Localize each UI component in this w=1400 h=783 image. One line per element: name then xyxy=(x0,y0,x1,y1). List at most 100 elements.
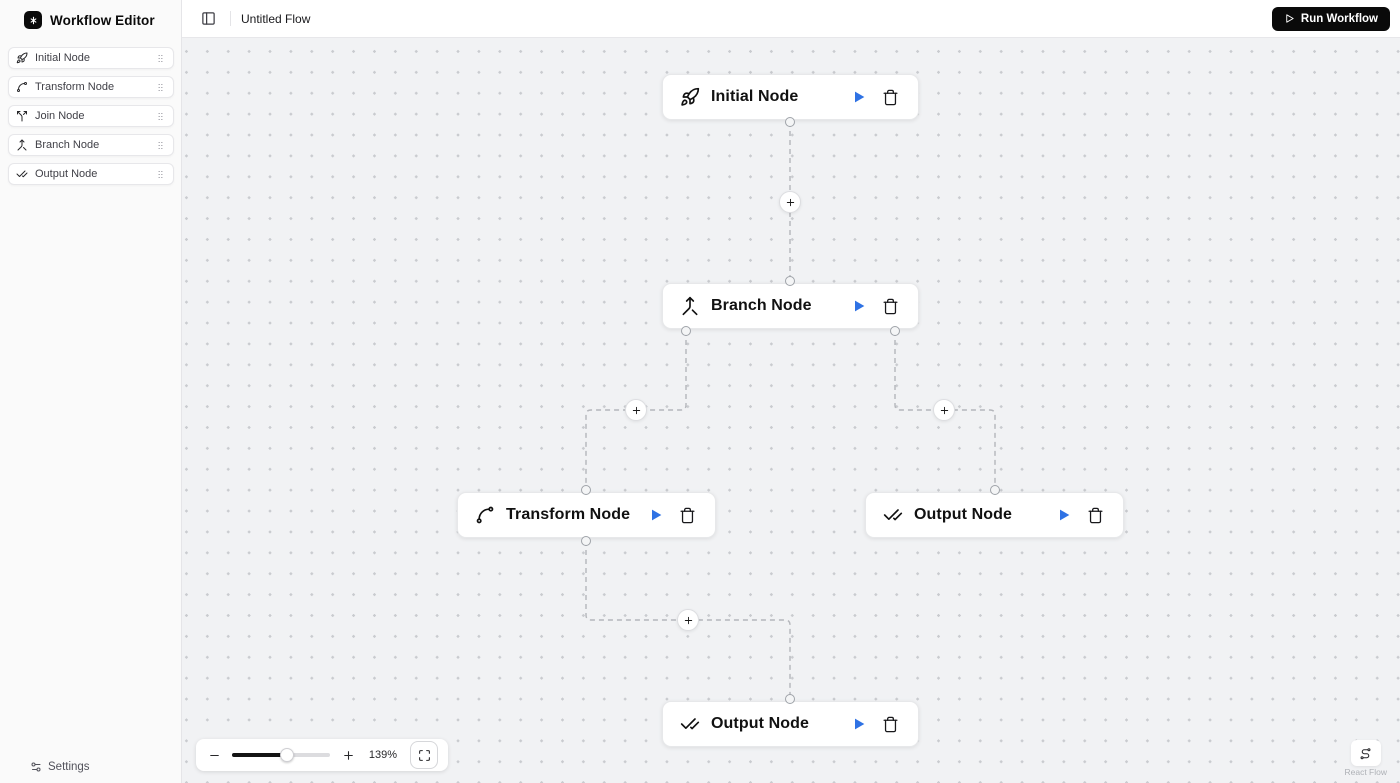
zoom-slider-thumb[interactable] xyxy=(279,748,294,762)
zoom-slider[interactable] xyxy=(232,748,330,762)
play-icon xyxy=(1060,509,1070,521)
play-icon xyxy=(855,718,865,730)
sidebar-header: Workflow Editor xyxy=(0,0,181,38)
flow-node-initial-1[interactable]: Initial Node xyxy=(662,74,919,120)
plus-icon xyxy=(940,406,948,414)
grip-vertical-icon xyxy=(158,112,163,120)
connection-handle[interactable] xyxy=(990,485,1000,495)
palette-item-output-node[interactable]: Output Node xyxy=(8,163,174,185)
panel-left-icon xyxy=(201,12,215,25)
check-check-icon xyxy=(16,170,28,178)
grip-vertical-icon xyxy=(158,141,163,149)
node-run-button[interactable] xyxy=(1054,505,1074,525)
trash-icon xyxy=(882,89,898,105)
node-delete-button[interactable] xyxy=(880,714,900,734)
palette-item-label: Transform Node xyxy=(35,81,115,93)
drag-handle[interactable] xyxy=(155,169,166,180)
trash-icon xyxy=(679,507,695,523)
trash-icon xyxy=(882,298,898,314)
zoom-level: 139% xyxy=(368,749,398,761)
connection-handle[interactable] xyxy=(785,117,795,127)
flow-node-branch-1[interactable]: Branch Node xyxy=(662,283,919,329)
add-node-button[interactable] xyxy=(779,191,801,213)
sidebar-toggle-button[interactable] xyxy=(196,7,220,31)
plus-icon xyxy=(343,750,353,760)
zoom-out-button[interactable] xyxy=(206,747,222,763)
palette-item-join-node[interactable]: Join Node xyxy=(8,105,174,127)
flow-name: Untitled Flow xyxy=(241,11,311,26)
check-check-icon xyxy=(680,718,700,730)
flow-node-output-2[interactable]: Output Node xyxy=(662,701,919,747)
node-label: Output Node xyxy=(914,506,1012,523)
topbar: Untitled Flow Run Workflow xyxy=(182,0,1400,38)
react-flow-logo-icon xyxy=(1360,747,1371,759)
rocket-icon xyxy=(681,87,700,106)
zoom-in-button[interactable] xyxy=(340,747,356,763)
connection-handle[interactable] xyxy=(890,326,900,336)
fit-view-icon xyxy=(418,749,430,761)
drag-handle[interactable] xyxy=(155,53,166,64)
run-workflow-label: Run Workflow xyxy=(1300,12,1378,25)
node-delete-button[interactable] xyxy=(880,87,900,107)
connection-handle[interactable] xyxy=(681,326,691,336)
app-title: Workflow Editor xyxy=(50,12,155,28)
palette-item-label: Initial Node xyxy=(35,52,91,64)
zoom-controls: 139% xyxy=(196,739,448,771)
zoom-slider-fill xyxy=(232,753,287,757)
node-run-button[interactable] xyxy=(646,505,666,525)
node-delete-button[interactable] xyxy=(880,296,900,316)
merge-icon xyxy=(682,296,698,316)
react-flow-label[interactable]: React Flow xyxy=(1344,767,1387,777)
palette-item-transform-node[interactable]: Transform Node xyxy=(8,76,174,98)
run-workflow-button[interactable]: Run Workflow xyxy=(1271,6,1390,31)
palette-item-label: Output Node xyxy=(35,168,98,180)
plus-icon xyxy=(684,616,692,624)
drag-handle[interactable] xyxy=(155,82,166,93)
node-label: Branch Node xyxy=(711,297,812,314)
react-flow-attribution: React Flow xyxy=(1344,740,1387,777)
palette-item-branch-node[interactable]: Branch Node xyxy=(8,134,174,156)
grip-vertical-icon xyxy=(158,83,163,91)
add-node-button[interactable] xyxy=(933,399,955,421)
spline-icon xyxy=(17,82,27,92)
palette-item-initial-node[interactable]: Initial Node xyxy=(8,47,174,69)
palette-item-label: Branch Node xyxy=(35,139,100,151)
drag-handle[interactable] xyxy=(155,111,166,122)
grip-vertical-icon xyxy=(158,54,163,62)
node-label: Transform Node xyxy=(506,506,631,523)
node-label: Initial Node xyxy=(711,88,799,105)
check-check-icon xyxy=(883,509,903,521)
grip-vertical-icon xyxy=(158,170,163,178)
asterisk-icon xyxy=(30,16,36,24)
node-run-button[interactable] xyxy=(849,87,869,107)
topbar-divider xyxy=(230,11,231,26)
connection-handle[interactable] xyxy=(785,276,795,286)
flow-node-output-1[interactable]: Output Node xyxy=(865,492,1124,538)
rocket-icon xyxy=(16,52,28,64)
react-flow-logo-button[interactable] xyxy=(1350,740,1381,766)
settings-button[interactable]: Settings xyxy=(30,761,90,773)
drag-handle[interactable] xyxy=(155,140,166,151)
split-icon xyxy=(17,111,27,122)
main-area: Untitled Flow Run Workflow xyxy=(182,0,1400,783)
sliders-icon xyxy=(31,762,41,772)
connection-handle[interactable] xyxy=(581,536,591,546)
play-icon xyxy=(652,509,662,521)
add-node-button[interactable] xyxy=(625,399,647,421)
play-icon xyxy=(855,300,865,312)
trash-icon xyxy=(882,716,898,732)
add-node-button[interactable] xyxy=(677,609,699,631)
node-delete-button[interactable] xyxy=(1085,505,1105,525)
plus-icon xyxy=(786,198,794,206)
fit-view-button[interactable] xyxy=(410,741,438,769)
flow-node-transform-1[interactable]: Transform Node xyxy=(457,492,716,538)
connection-handle[interactable] xyxy=(581,485,591,495)
node-run-button[interactable] xyxy=(849,714,869,734)
node-run-button[interactable] xyxy=(849,296,869,316)
connection-handle[interactable] xyxy=(785,694,795,704)
node-delete-button[interactable] xyxy=(677,505,697,525)
